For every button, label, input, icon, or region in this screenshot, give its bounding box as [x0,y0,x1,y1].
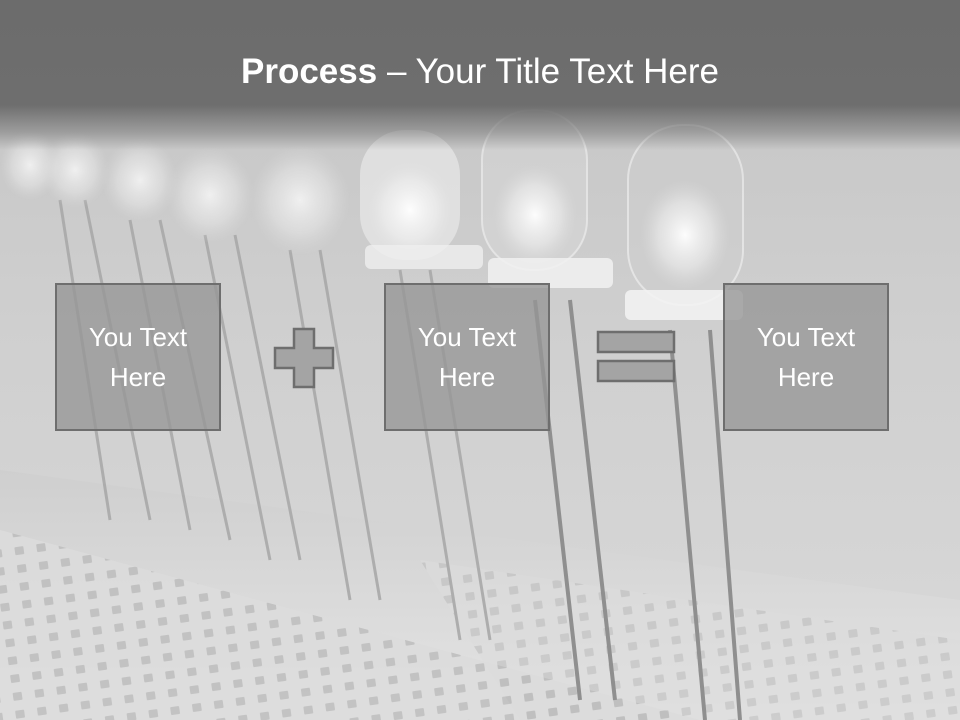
plus-icon [273,327,335,389]
slide-title: Process – Your Title Text Here [0,52,960,92]
text-box-2-label: You Text Here [417,322,517,392]
text-box-1-label: You Text Here [88,322,188,392]
equals-icon [596,330,676,383]
title-bold: Process [241,52,378,91]
title-bar [0,0,960,150]
text-box-1[interactable]: You Text Here [55,283,221,431]
text-box-2[interactable]: You Text Here [384,283,550,431]
text-box-3-label: You Text Here [756,322,856,392]
text-box-3[interactable]: You Text Here [723,283,889,431]
title-rest: – Your Title Text Here [377,52,719,91]
